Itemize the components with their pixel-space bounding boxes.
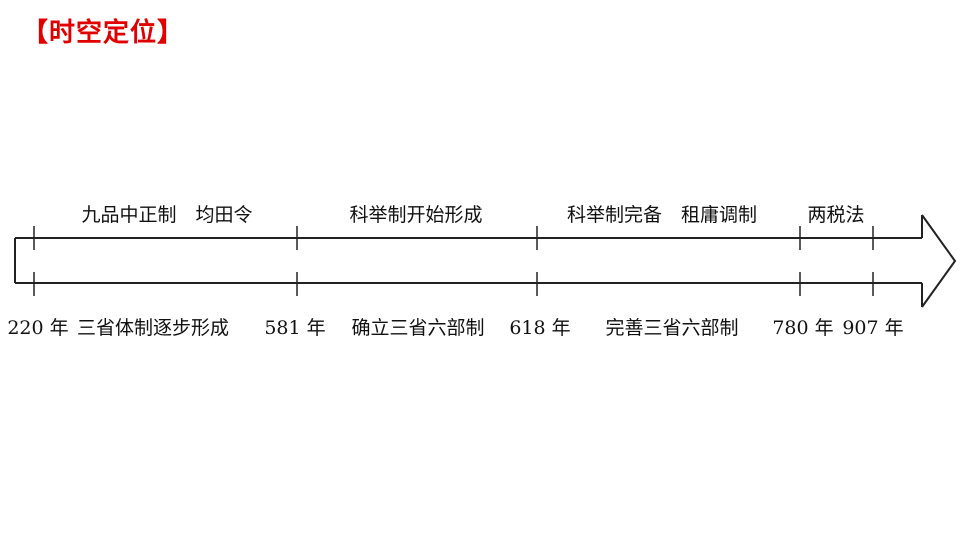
lower-label-period-1: 三省体制逐步形成 (76, 317, 230, 339)
lower-label-period-3: 完善三省六部制 (605, 317, 739, 339)
upper-label-period-1: 九品中正制 均田令 (81, 204, 253, 226)
year-label-220: 220 年 (7, 317, 69, 339)
year-label-780: 780 年 (772, 317, 834, 339)
lower-label-period-2: 确立三省六部制 (351, 317, 485, 339)
page-title: 【时空定位】 (22, 18, 185, 48)
year-label-581: 581 年 (264, 317, 326, 339)
year-label-907: 907 年 (842, 317, 904, 339)
upper-label-period-2: 科举制开始形成 (349, 204, 483, 226)
arrowhead (921, 214, 957, 308)
year-label-618: 618 年 (509, 317, 571, 339)
upper-label-period-4: 两税法 (807, 204, 865, 226)
upper-label-period-3: 科举制完备 租庸调制 (566, 204, 758, 226)
tick-marks (33, 226, 874, 296)
